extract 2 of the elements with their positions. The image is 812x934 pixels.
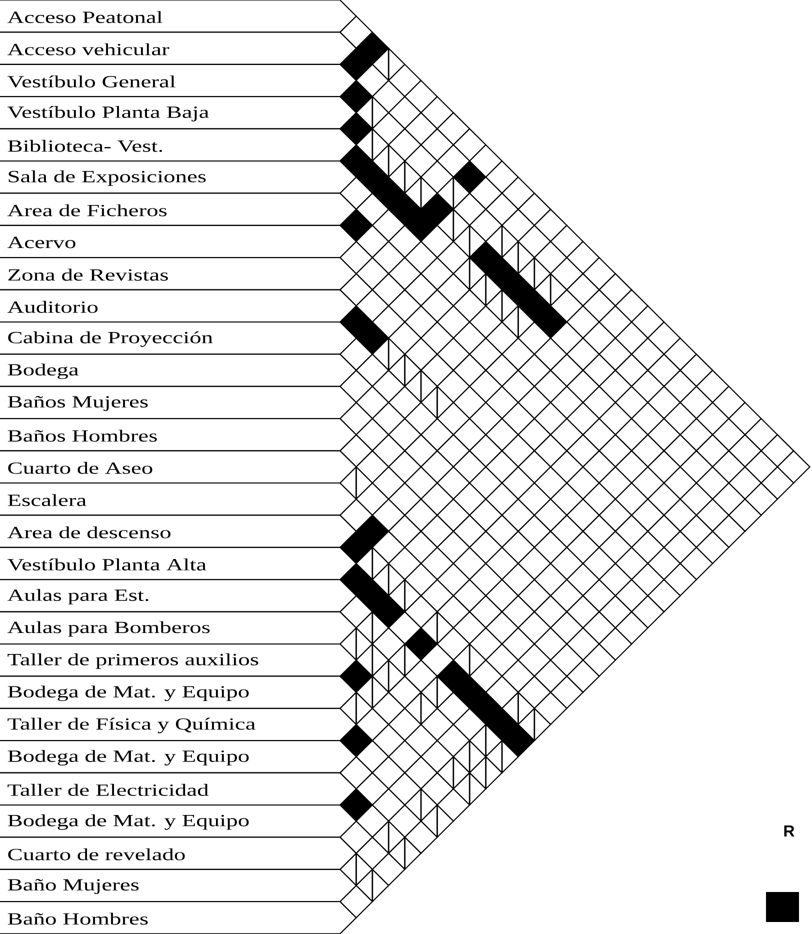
legend-text: R: [784, 826, 794, 836]
node-label: Baño Hombres: [8, 912, 148, 925]
